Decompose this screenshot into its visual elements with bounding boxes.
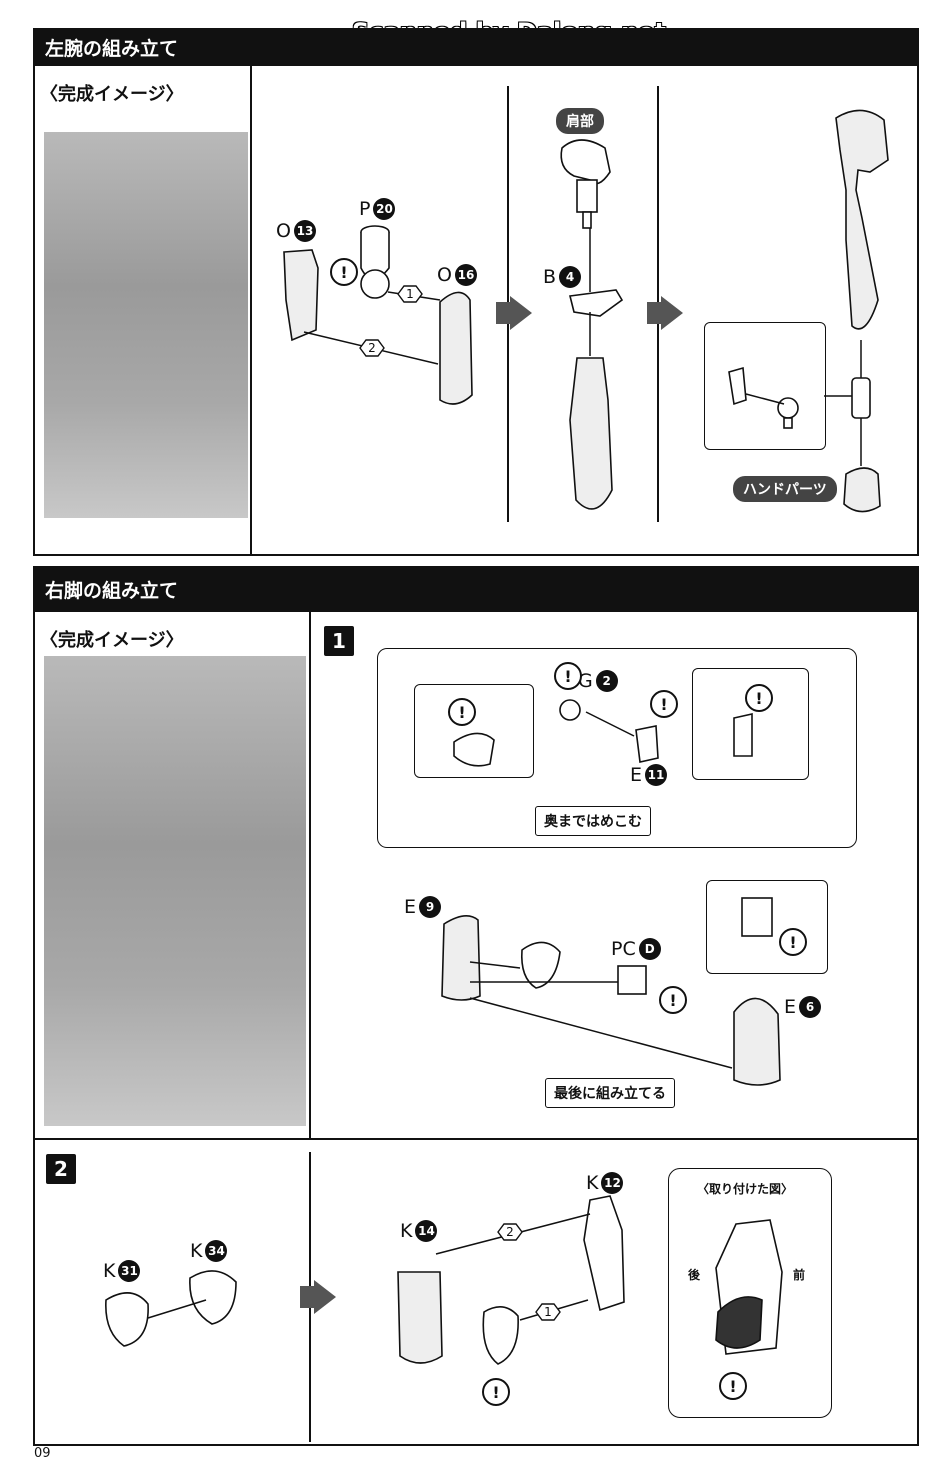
part-e11-inset [733, 713, 753, 757]
part-lower-arm [569, 357, 613, 510]
part-shoulder [560, 139, 611, 185]
part-k34 [189, 1270, 237, 1325]
part-e6 [733, 997, 781, 1086]
warning-icon: ! [482, 1378, 510, 1406]
flow-arrow [300, 1286, 314, 1308]
step-1-badge: 1 [324, 626, 354, 656]
step-mark: 1 [406, 287, 414, 301]
step-2-badge: 2 [46, 1154, 76, 1184]
part-hand [843, 467, 881, 513]
part-e11 [635, 725, 659, 763]
finished-arm-photo [44, 132, 248, 518]
step-mark: 2 [368, 341, 376, 355]
part-e9 [441, 915, 481, 1001]
section-right-leg-title: 右脚の組み立て [45, 579, 179, 602]
part-k12 [583, 1195, 625, 1312]
attached-view-title: 〈取り付けた図〉 [697, 1182, 794, 1196]
warning-icon: ! [650, 690, 678, 718]
warning-icon: ! [659, 986, 687, 1014]
warning-icon: ! [554, 662, 582, 690]
divider [250, 66, 252, 556]
divider [33, 1138, 919, 1140]
part-pcd-inset [741, 897, 773, 937]
part-pcd [617, 965, 647, 995]
rear-label: 後 [688, 1268, 701, 1282]
part-w1 [777, 397, 799, 419]
section-left-arm-header: 左腕の組み立て [33, 28, 919, 66]
flow-arrow-head [510, 296, 532, 330]
step-mark: 1 [544, 1305, 552, 1319]
part-o16 [439, 291, 473, 405]
shoulder-tag: 肩部 [556, 108, 604, 134]
part-w2 [728, 366, 747, 406]
front-label: 前 [793, 1268, 806, 1282]
flow-arrow-head [314, 1280, 336, 1314]
divider [309, 612, 311, 1140]
finished-leg-photo [44, 656, 306, 1126]
part-ball-joint [520, 941, 561, 989]
page-number: 09 [34, 1446, 51, 1461]
warning-icon: ! [719, 1372, 747, 1400]
flow-arrow [496, 302, 510, 324]
part-g2 [559, 699, 581, 721]
part-k31 [105, 1292, 149, 1347]
part-k14 [397, 1271, 443, 1364]
finished-image-label: 〈完成イメージ〉 [40, 84, 184, 105]
part-b4 [569, 289, 624, 317]
part-o13 [283, 249, 319, 342]
warning-icon: ! [330, 258, 358, 286]
part-g2-inset [453, 732, 495, 767]
part-round-joint [482, 1306, 519, 1365]
flow-arrow [647, 302, 661, 324]
flow-arrow-head [661, 296, 683, 330]
section-left-arm-title: 左腕の組み立て [45, 37, 179, 60]
warning-icon: ! [779, 928, 807, 956]
warning-icon: ! [745, 684, 773, 712]
finished-image-label: 〈完成イメージ〉 [40, 630, 184, 651]
callout-insert-fully: 奥まではめこむ [535, 806, 651, 836]
part-completed-arm [835, 109, 889, 330]
warning-icon: ! [448, 698, 476, 726]
callout-assemble-last: 最後に組み立てる [545, 1078, 675, 1108]
step-mark: 2 [506, 1225, 514, 1239]
section-right-leg-header: 右脚の組み立て [33, 566, 919, 612]
hand-parts-tag: ハンドパーツ [733, 476, 837, 502]
hand-joint-inset [704, 322, 826, 450]
